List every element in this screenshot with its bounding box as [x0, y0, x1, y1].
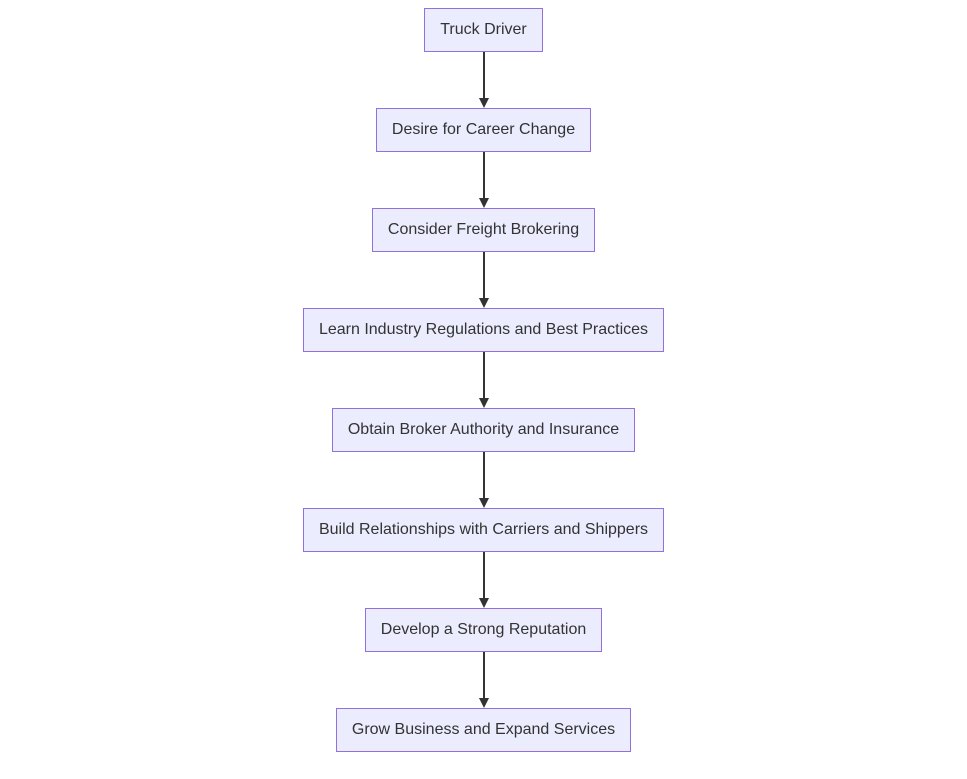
arrowhead-down-icon — [478, 598, 489, 608]
flow-arrow — [478, 352, 489, 408]
arrowhead-down-icon — [478, 498, 489, 508]
node-develop-strong-reputation: Develop a Strong Reputation — [364, 608, 603, 652]
flow-arrow — [478, 552, 489, 608]
arrowhead-down-icon — [478, 198, 489, 208]
arrow-line — [482, 52, 485, 98]
flow-arrow — [478, 652, 489, 708]
flow-arrow — [478, 52, 489, 108]
flow-arrow — [478, 152, 489, 208]
arrow-line — [482, 552, 485, 598]
arrowhead-down-icon — [478, 698, 489, 708]
arrow-line — [482, 252, 485, 298]
arrow-line — [482, 652, 485, 698]
node-consider-freight-brokering: Consider Freight Brokering — [371, 208, 596, 252]
flow-arrow — [478, 252, 489, 308]
arrowhead-down-icon — [478, 298, 489, 308]
node-grow-business-expand-services: Grow Business and Expand Services — [335, 708, 632, 752]
node-obtain-broker-authority: Obtain Broker Authority and Insurance — [331, 408, 636, 452]
flow-arrow — [478, 452, 489, 508]
node-build-relationships: Build Relationships with Carriers and Sh… — [302, 508, 665, 552]
node-desire-for-career-change: Desire for Career Change — [375, 108, 592, 152]
arrow-line — [482, 352, 485, 398]
arrow-line — [482, 152, 485, 198]
arrowhead-down-icon — [478, 398, 489, 408]
arrow-line — [482, 452, 485, 498]
arrowhead-down-icon — [478, 98, 489, 108]
node-truck-driver: Truck Driver — [424, 8, 543, 52]
node-learn-industry-regulations: Learn Industry Regulations and Best Prac… — [302, 308, 665, 352]
